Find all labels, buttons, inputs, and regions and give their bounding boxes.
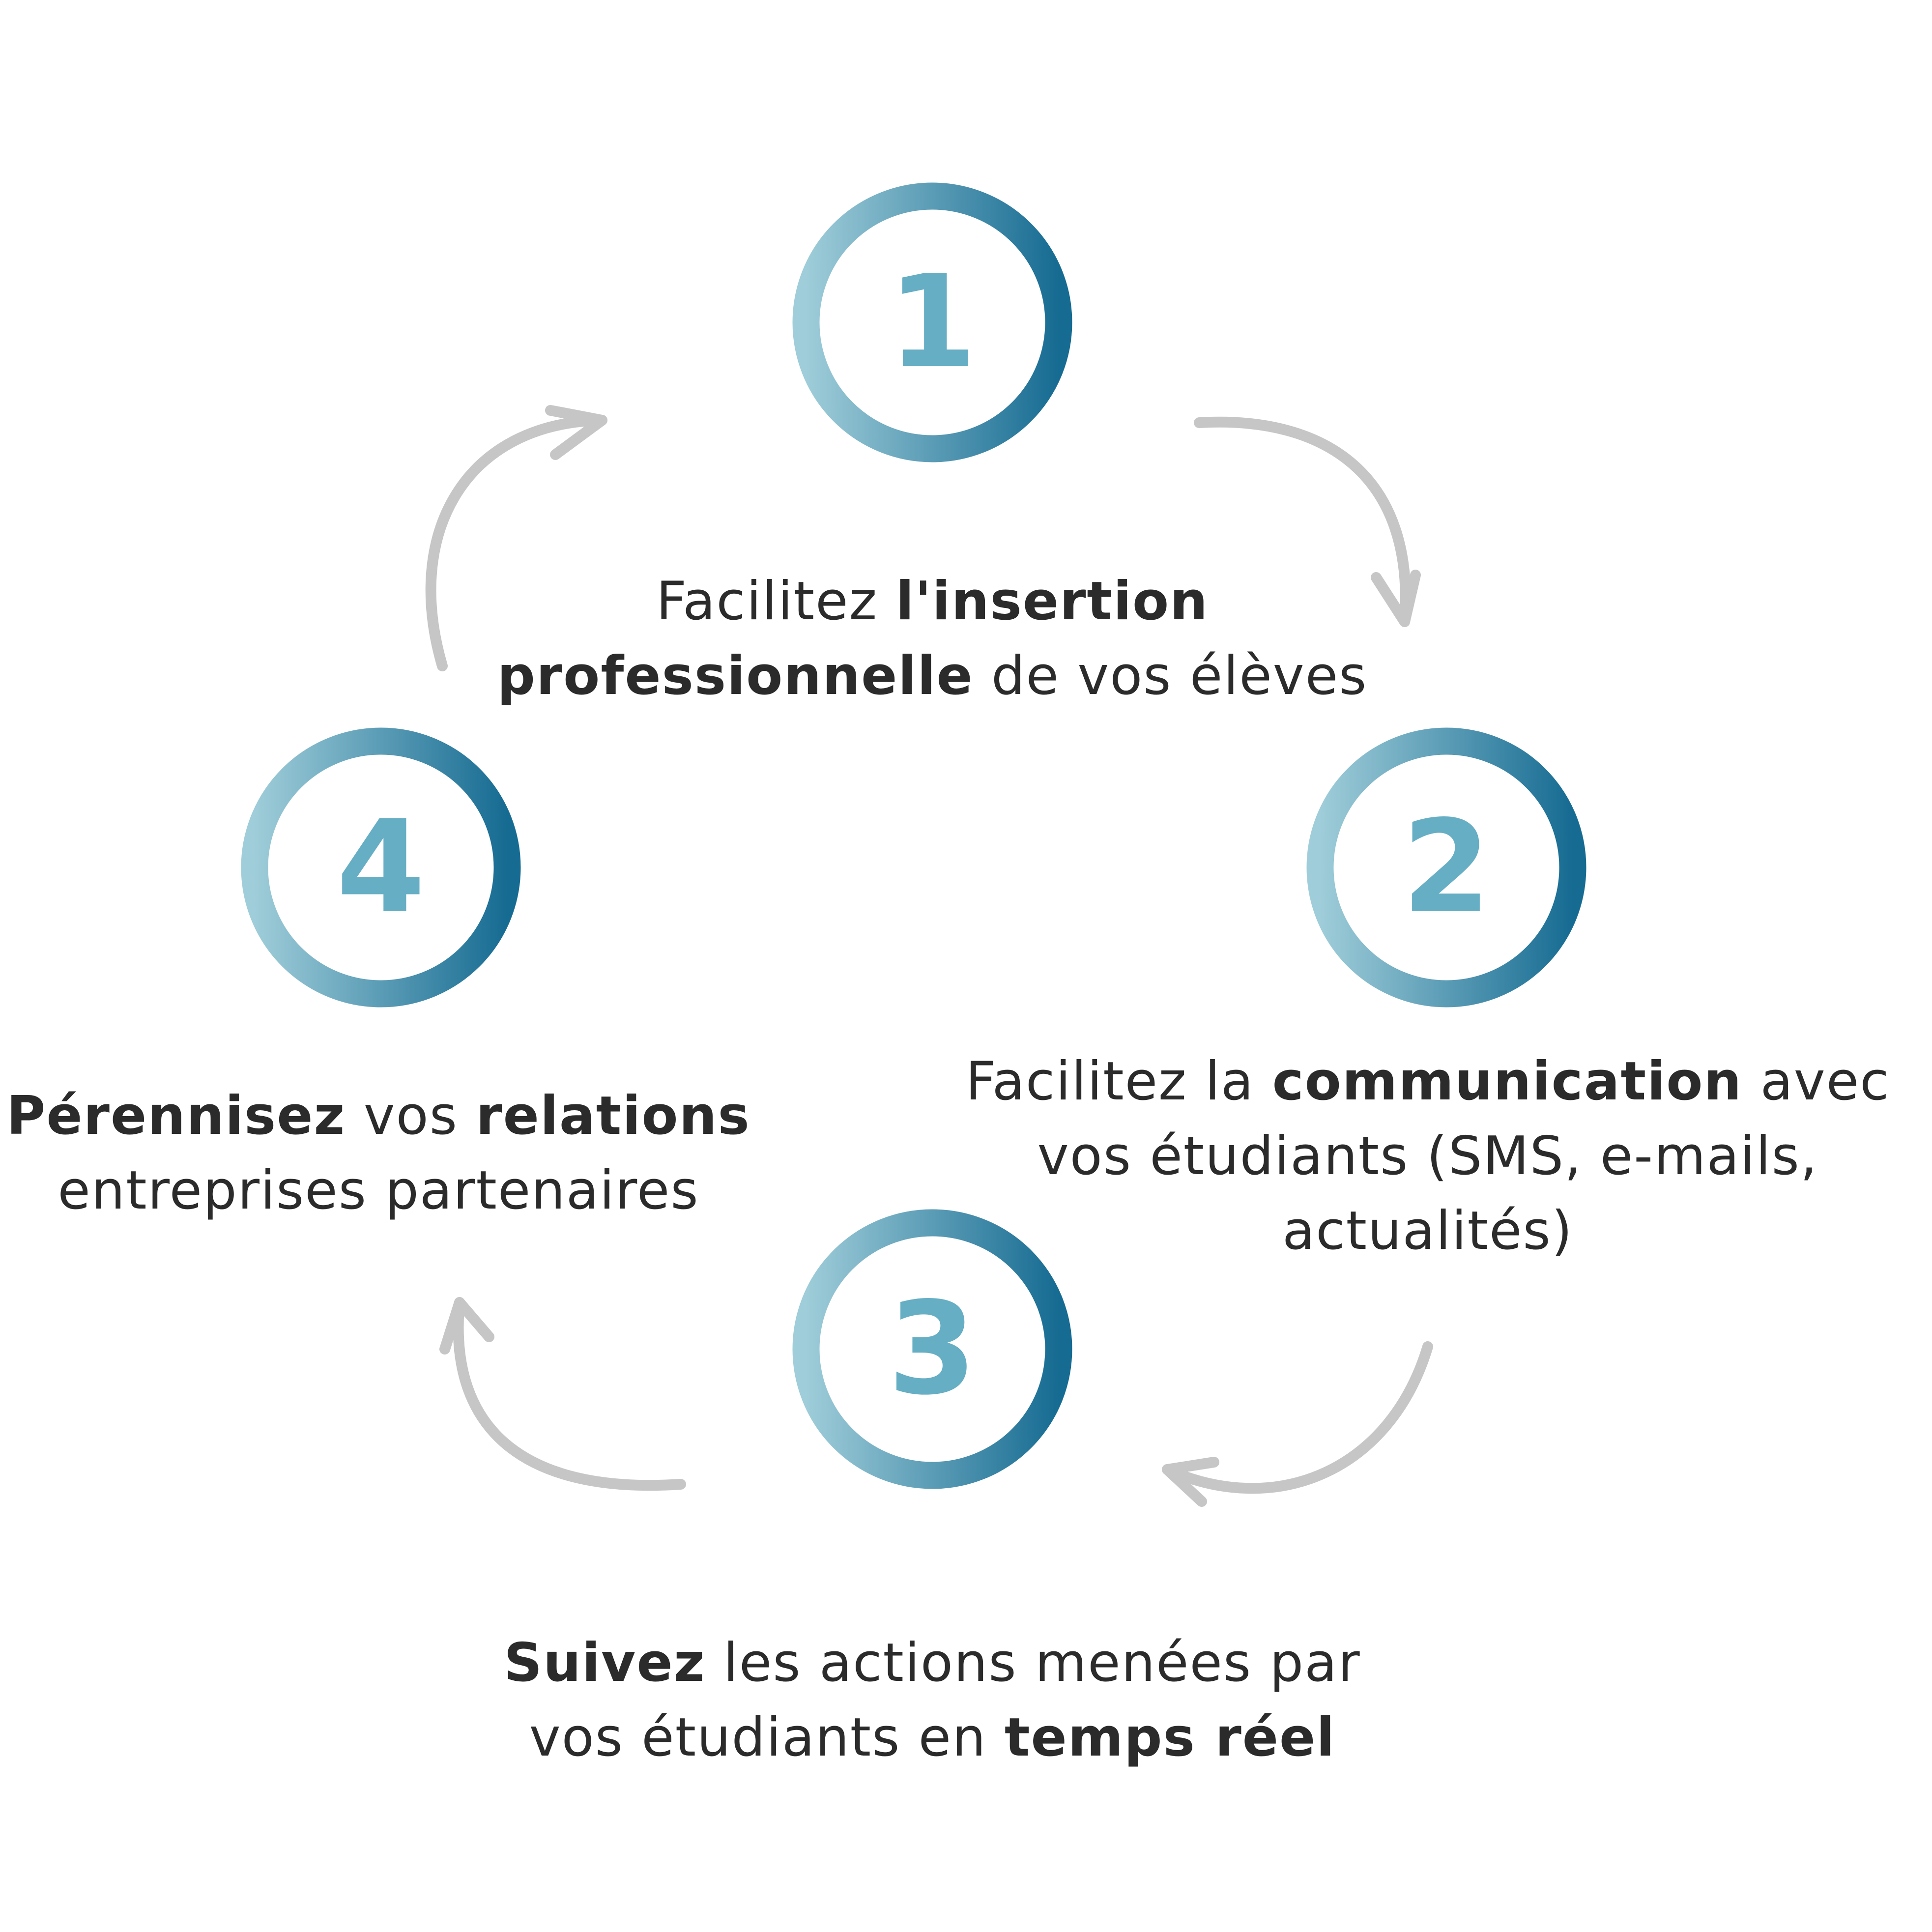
caption-line: entreprises partenaires: [6, 1153, 750, 1228]
arrow-1-to-2: [1194, 416, 1421, 627]
caption-bold-text: Pérennisez: [6, 1085, 346, 1147]
caption-line: actualités): [965, 1194, 1890, 1269]
step-1-ring: [792, 182, 1072, 462]
step-1-number: 1: [888, 248, 977, 397]
caption-line: professionnelle de vos élèves: [497, 639, 1368, 714]
caption-text: entreprises partenaires: [58, 1160, 699, 1221]
caption-bold-text: l'insertion: [895, 571, 1209, 632]
caption-text: Facilitez: [656, 571, 896, 632]
step-4-caption: Pérennisez vos relations entreprises part…: [6, 1079, 750, 1228]
caption-line: Suivez les actions menées par: [504, 1626, 1360, 1701]
step-4-badge: 4: [241, 727, 521, 1008]
caption-bold-text: communication: [1272, 1051, 1743, 1112]
arrow-2-to-3: [1162, 1341, 1433, 1507]
caption-line: vos étudiants (SMS, e-mails,: [965, 1119, 1890, 1194]
step-1-badge: 1: [792, 182, 1072, 462]
step-4-ring: [241, 727, 521, 1008]
arrow-3-to-4: [439, 1297, 686, 1491]
caption-bold-text: relations: [476, 1085, 750, 1147]
caption-text: vos étudiants en: [529, 1707, 1005, 1768]
step-2-number: 2: [1402, 793, 1491, 942]
caption-line: vos étudiants en temps réel: [504, 1701, 1360, 1775]
caption-text: actualités): [1282, 1200, 1573, 1262]
caption-line: Facilitez la communication avec: [965, 1044, 1890, 1119]
step-2-ring: [1306, 727, 1586, 1008]
caption-bold-text: Suivez: [504, 1632, 706, 1694]
arrow-4-to-1: [425, 405, 607, 671]
caption-text: vos étudiants (SMS, e-mails,: [1037, 1125, 1818, 1187]
step-4-number: 4: [337, 793, 426, 942]
caption-bold-text: temps réel: [1004, 1707, 1336, 1768]
step-3-badge: 3: [792, 1209, 1072, 1489]
caption-text: vos: [346, 1085, 476, 1147]
caption-text: Facilitez la: [965, 1051, 1272, 1112]
step-3-ring: [792, 1209, 1072, 1489]
caption-text: avec: [1742, 1051, 1890, 1112]
caption-text: les actions menées par: [705, 1632, 1361, 1694]
step-3-number: 3: [888, 1275, 977, 1423]
caption-bold-text: professionnelle: [497, 645, 974, 707]
caption-line: Facilitez l'insertion: [497, 564, 1368, 639]
step-2-badge: 2: [1306, 727, 1586, 1008]
caption-text: de vos élèves: [973, 645, 1368, 707]
caption-line: Pérennisez vos relations: [6, 1079, 750, 1153]
